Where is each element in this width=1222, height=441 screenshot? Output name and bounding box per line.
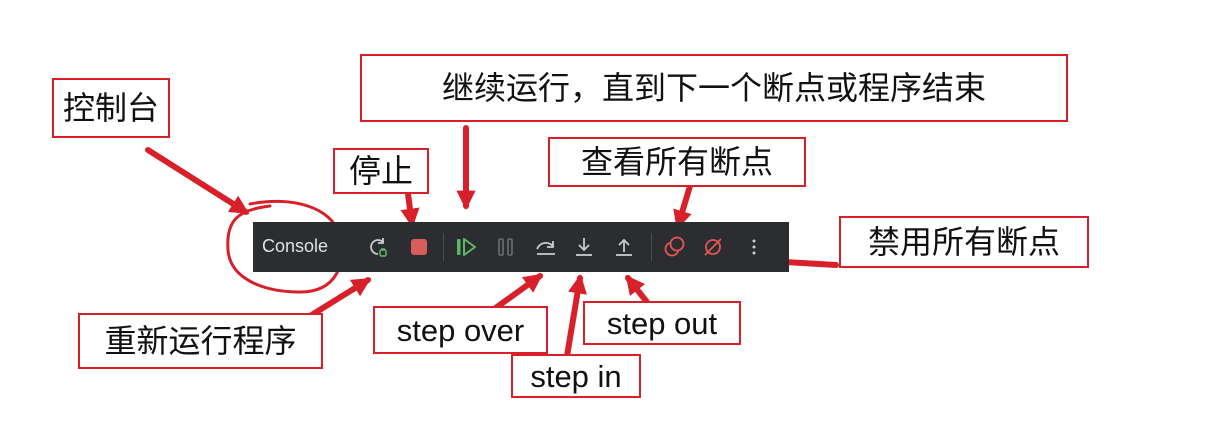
label-step-over: step over [373,306,548,354]
label-step-in: step in [511,354,641,398]
label-console: 控制台 [52,78,170,138]
debug-toolbar: Console [253,222,789,272]
label-mute-breakpoints: 禁用所有断点 [839,216,1089,268]
arrow-step-in [564,274,587,359]
arrow-console [145,147,250,215]
console-circle [226,199,344,294]
resume-icon[interactable] [454,235,478,259]
console-tab[interactable]: Console [262,236,329,256]
toolbar-separator [443,233,444,261]
stop-icon[interactable] [407,235,431,259]
rerun-icon[interactable] [366,235,390,259]
more-icon[interactable] [742,235,766,259]
label-view-breakpoints: 查看所有断点 [548,137,806,187]
step-over-icon[interactable] [534,235,558,259]
label-resume: 继续运行，直到下一个断点或程序结束 [360,54,1068,122]
arrow-rerun [307,277,372,319]
step-into-icon[interactable] [572,235,596,259]
pause-icon[interactable] [494,235,518,259]
arrow-view-breakpoints [673,183,693,230]
mute-breakpoints-icon[interactable] [701,235,725,259]
step-out-icon[interactable] [612,235,636,259]
label-rerun: 重新运行程序 [78,313,323,369]
arrow-stop [400,191,420,228]
label-step-out: step out [583,301,741,345]
view-breakpoints-icon[interactable] [662,235,686,259]
label-stop: 停止 [333,148,429,194]
toolbar-separator [651,233,652,261]
